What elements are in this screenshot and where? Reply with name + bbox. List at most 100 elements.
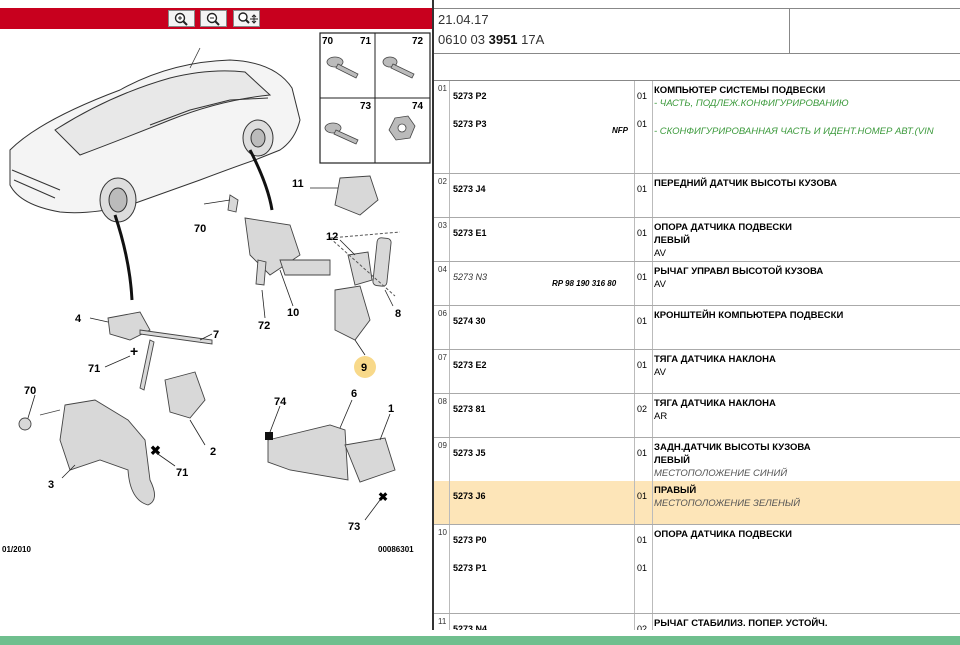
diagram-panel: 70 71 72 73 74 [0,0,432,630]
callout-10[interactable]: 10 [287,307,299,319]
rear-sensor-assembly [227,175,396,483]
car-illustration [9,47,301,223]
fastener-label-74[interactable]: 74 [412,101,424,112]
group-number: 02 [438,177,447,186]
callout-71-rear[interactable]: 71 [176,467,188,479]
part-quantity: 01 [637,119,648,129]
callout-72[interactable]: 72 [258,320,270,332]
zoom-fit-icon [238,12,258,24]
callout-1[interactable]: 1 [388,403,394,415]
fastener-label-71[interactable]: 71 [360,36,372,47]
fastener-label-70[interactable]: 70 [322,36,334,47]
part-reference[interactable]: 5274 30 [453,316,486,326]
group-number: 09 [438,441,447,450]
link-part-8 [372,237,392,287]
part-reference[interactable]: 5273 P0 [453,535,487,545]
parts-group[interactable]: 01 5273 P2 01 КОМПЬЮТЕР СИСТЕМЫ ПОДВЕСКИ- Ч… [434,81,960,174]
part-reference[interactable]: 5273 J4 [453,184,486,194]
part-reference[interactable]: 5273 P1 [453,563,487,573]
description-line: ТЯГА ДАТЧИКА НАКЛОНА [654,354,776,365]
parts-table: 01 5273 P2 01 КОМПЬЮТЕР СИСТЕМЫ ПОДВЕСКИ- Ч… [434,80,960,630]
stabilizer-link-part-11 [334,175,379,216]
fastener-label-72[interactable]: 72 [412,36,424,47]
parts-list-panel: 21.04.17 0610 03 3951 17A 01 5273 P2 01 КОМ… [434,0,960,630]
part-reference[interactable]: 5273 N4 [453,624,488,630]
description-line: ПЕРЕДНИЙ ДАТЧИК ВЫСОТЫ КУЗОВА [654,178,837,189]
part-quantity: 01 [637,448,648,458]
description-line: МЕСТОПОЛОЖЕНИЕ СИНИЙ [654,468,788,479]
zoom-in-button[interactable] [168,10,195,27]
group-number: 07 [438,353,447,362]
callout-70-front[interactable]: 70 [24,385,36,397]
callout-7[interactable]: 7 [213,329,219,341]
description-line: КРОНШТЕЙН КОМПЬЮТЕРА ПОДВЕСКИ [654,310,844,321]
callout-6[interactable]: 6 [351,388,357,400]
part-description: ТЯГА ДАТЧИКА НАКЛОНА AV [654,353,776,379]
zoom-fit-button[interactable] [233,10,260,27]
callout-9[interactable]: 9 [361,362,367,374]
header-ref-bold: 3951 [488,32,518,47]
callout-70-rear[interactable]: 70 [194,223,206,235]
part-quantity: 01 [637,184,648,194]
zoom-out-button[interactable] [200,10,227,27]
part-quantity: 02 [637,624,648,630]
part-row[interactable]: 5273 J4 01 ПЕРЕДНИЙ ДАТЧИК ВЫСОТЫ КУЗОВА [434,174,960,217]
callout-3[interactable]: 3 [48,479,54,491]
description-line: РЫЧАГ СТАБИЛИЗ. ПОПЕР. УСТОЙЧ. [654,618,828,629]
part-description: КОМПЬЮТЕР СИСТЕМЫ ПОДВЕСКИ- ЧАСТЬ, ПОДЛЕ… [654,84,849,110]
group-number: 06 [438,309,447,318]
part-reference[interactable]: 5273 81 [453,404,486,414]
part-reference[interactable]: 5273 P3 [453,119,487,129]
part-extra-code: NFP [612,126,628,135]
part-reference[interactable]: 5273 E2 [453,360,487,370]
callout-12[interactable]: 12 [326,231,338,243]
description-line [654,112,934,125]
part-reference[interactable]: 5273 E1 [453,228,487,238]
panel-divider[interactable] [432,0,434,630]
part-reference[interactable]: 5273 P2 [453,91,487,101]
callout-4[interactable]: 4 [75,313,82,325]
callout-8[interactable]: 8 [395,308,401,320]
group-number: 03 [438,221,447,230]
part-reference[interactable]: 5273 N3 [453,272,488,282]
parts-group[interactable]: 02 5273 J4 01 ПЕРЕДНИЙ ДАТЧИК ВЫСОТЫ КУЗОВА [434,174,960,218]
zoom-in-icon [174,12,188,26]
description-line: AV [654,367,666,378]
header-reference: 0610 03 3951 17A [438,32,544,47]
callout-71-front[interactable]: 71 [88,363,100,375]
fastener-label-73[interactable]: 73 [360,101,372,112]
part-reference[interactable]: 5273 J5 [453,448,486,458]
header-date: 21.04.17 [438,12,489,27]
part-row[interactable]: 5273 P2 01 КОМПЬЮТЕР СИСТЕМЫ ПОДВЕСКИ- ЧАС… [434,81,960,109]
callout-73[interactable]: 73 [348,521,360,533]
part-quantity: 01 [637,228,648,238]
callout-74[interactable]: 74 [274,396,287,408]
part-quantity: 01 [637,491,648,501]
computer-bracket-part-6 [267,424,349,481]
part-reference[interactable]: 5273 J6 [453,491,486,501]
group-number: 01 [438,84,447,93]
front-sensor-assembly [18,311,213,506]
description-line: ОПОРА ДАТЧИКА ПОДВЕСКИ [654,222,792,233]
callout-11[interactable]: 11 [292,178,304,190]
callout-2[interactable]: 2 [210,446,216,458]
